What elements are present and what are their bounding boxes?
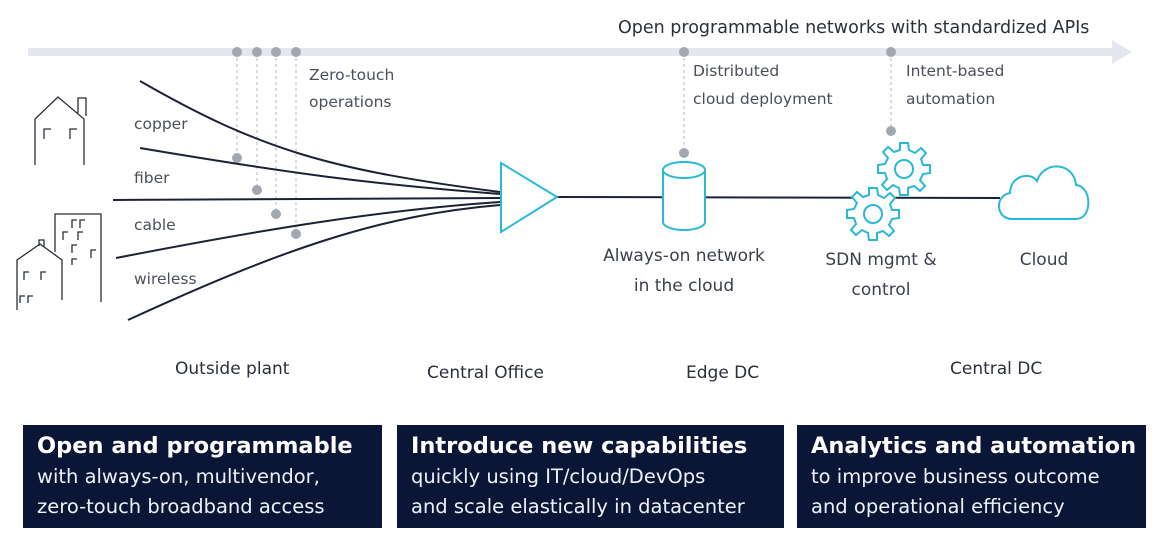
zone-edge-dc: Edge DC <box>686 363 760 383</box>
dot-fiber <box>252 185 262 195</box>
access-label-cable: cable <box>134 216 176 234</box>
banner-title: Open programmable networks with standard… <box>618 18 1090 38</box>
panel-title: Introduce new capabilities <box>411 433 748 459</box>
zone-outside-plant: Outside plant <box>175 359 290 379</box>
access-lines <box>112 80 501 321</box>
gear-icon-bottom <box>846 187 900 241</box>
zone-central-dc: Central DC <box>950 359 1043 379</box>
access-label-fiber: fiber <box>134 169 170 187</box>
panel-text-line: to improve business outcome <box>811 465 1100 488</box>
api-banner-arrow <box>28 40 1132 64</box>
panel-text-line: zero-touch broadband access <box>37 495 325 518</box>
distributed-label-line1: Distributed <box>693 62 780 80</box>
zone-central-office: Central Office <box>427 363 544 383</box>
sdn-node-label-line1: SDN mgmt & <box>825 250 937 270</box>
dot-distributed <box>679 148 689 158</box>
panel-title: Open and programmable <box>37 433 353 459</box>
intent-label-line2: automation <box>906 90 996 108</box>
zero-touch-label-line2: operations <box>309 93 392 111</box>
line-copper-fiber <box>139 147 501 195</box>
line-cable-wireless <box>115 201 501 259</box>
dot-intent <box>886 126 896 136</box>
dot-cable <box>271 209 281 219</box>
dot-top-4 <box>291 47 301 57</box>
dot-top-2 <box>252 47 262 57</box>
cloud-node-label: Cloud <box>1019 250 1069 270</box>
gear-icon-top <box>877 142 931 196</box>
distributed-label-line2: cloud deployment <box>693 90 833 108</box>
panel-open-programmable: Open and programmable with always-on, mu… <box>23 425 382 528</box>
database-icon <box>662 161 706 231</box>
dot-top-1 <box>232 47 242 57</box>
line-top <box>139 80 501 193</box>
line-bottom <box>127 204 501 321</box>
access-label-wireless: wireless <box>134 270 197 288</box>
panel-analytics-automation: Analytics and automation to improve busi… <box>797 425 1146 528</box>
dot-wireless <box>291 229 301 239</box>
panel-new-capabilities: Introduce new capabilities quickly using… <box>397 425 784 528</box>
panel-text-line: quickly using IT/cloud/DevOps <box>411 465 706 488</box>
panel-title: Analytics and automation <box>811 433 1137 459</box>
dot-top-distributed <box>679 47 689 57</box>
cloud-icon <box>998 165 1090 220</box>
dot-top-3 <box>271 47 281 57</box>
panel-text-line: and scale elastically in datacenter <box>411 495 745 518</box>
zero-touch-label-line1: Zero-touch <box>309 66 395 84</box>
edge-node-label-line2: in the cloud <box>633 276 735 296</box>
intent-label-line1: Intent-based <box>906 62 1005 80</box>
marker-dots <box>232 47 896 239</box>
edge-node-label-line1: Always-on network <box>603 246 765 266</box>
panel-text-line: with always-on, multivendor, <box>37 465 320 488</box>
olt-triangle-icon <box>500 161 559 234</box>
apartment-buildings-icon <box>16 213 102 310</box>
line-fiber-cable <box>112 197 501 201</box>
panel-text-line: and operational efficiency <box>811 495 1065 518</box>
backbone-line <box>556 196 1001 199</box>
access-label-copper: copper <box>134 115 188 133</box>
sdn-node-label-line2: control <box>851 280 911 300</box>
dot-top-intent <box>886 47 896 57</box>
dot-copper <box>232 153 242 163</box>
house-icon <box>34 96 87 165</box>
